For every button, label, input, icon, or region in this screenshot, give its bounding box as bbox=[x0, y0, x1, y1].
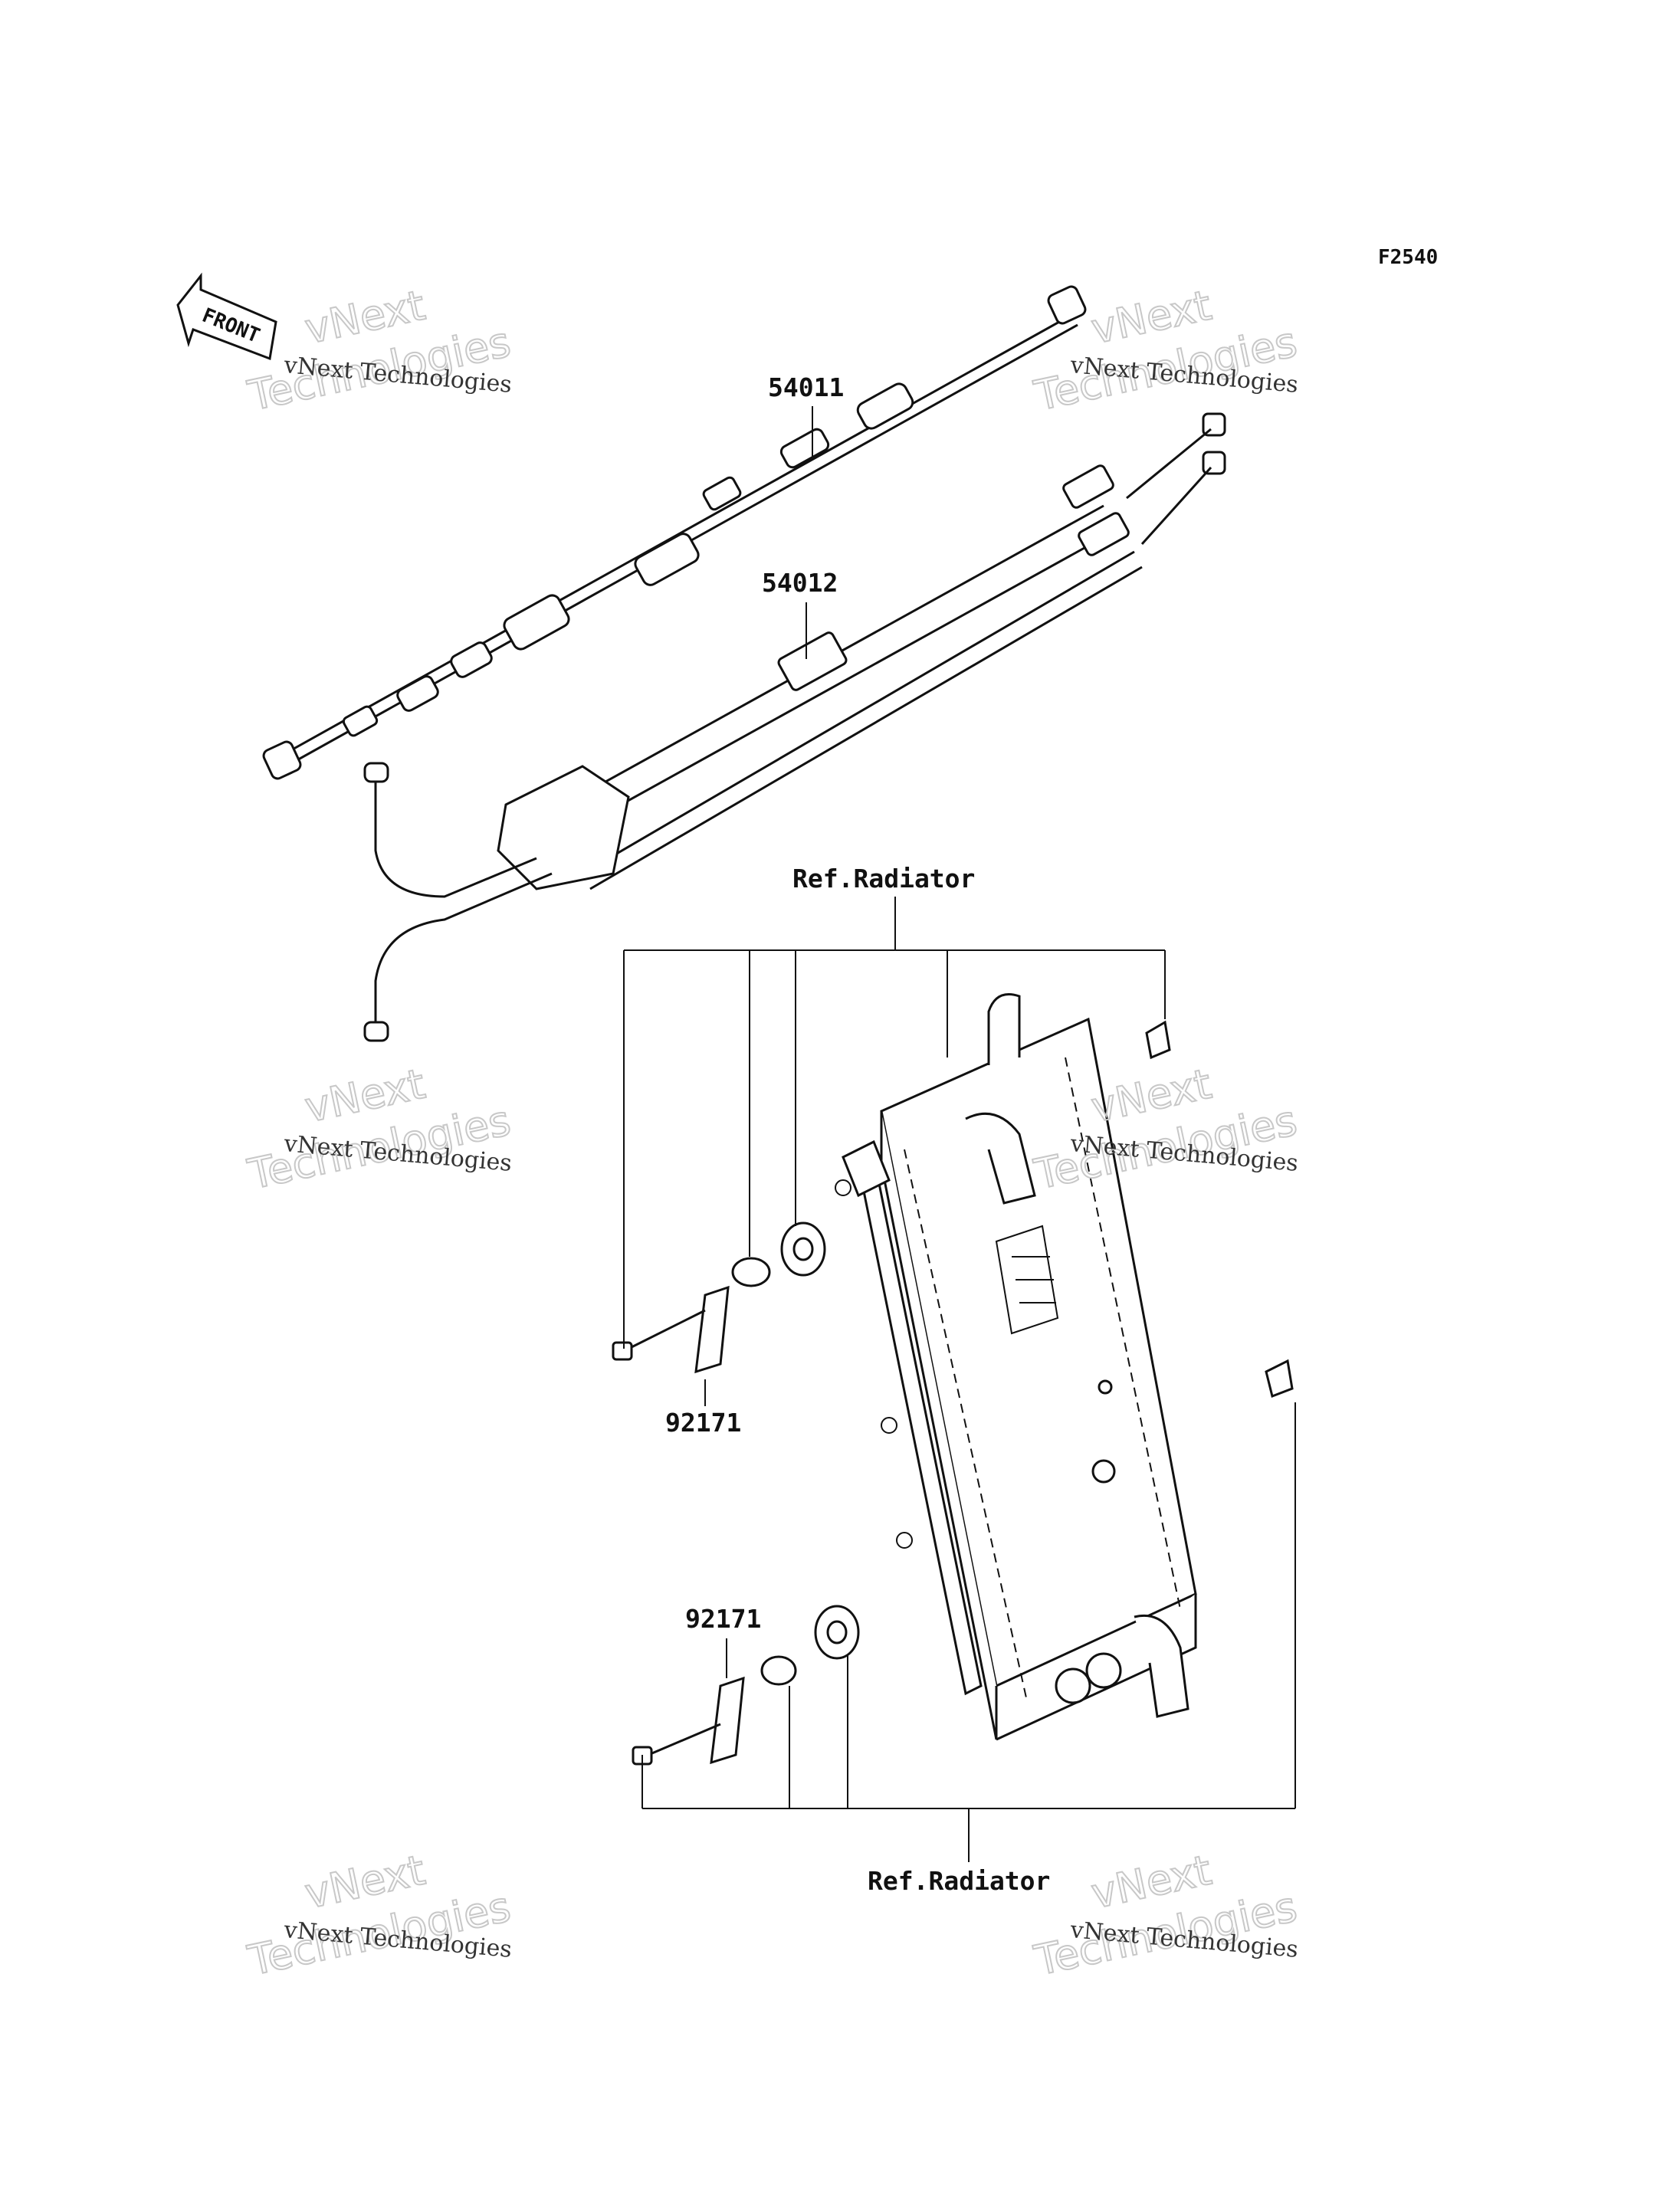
throttle-cable-54011 bbox=[262, 285, 1087, 780]
callout-92171-bottom: 92171 bbox=[685, 1604, 761, 1634]
bracket-92171-top bbox=[612, 1285, 730, 1374]
figure-code: F2540 bbox=[1378, 246, 1438, 269]
ref-radiator-bottom-leader bbox=[641, 1402, 1296, 1862]
watermark-3: vNext Technologies vNext Technologies bbox=[243, 1059, 515, 1200]
pin-right-top bbox=[1145, 1020, 1171, 1060]
grommet-top bbox=[780, 1221, 826, 1277]
grommet-bottom bbox=[814, 1605, 860, 1660]
washer-bottom bbox=[760, 1655, 797, 1686]
watermark-1: vNext Technologies vNext Technologies bbox=[243, 280, 515, 421]
watermark-6: vNext Technologies vNext Technologies bbox=[1029, 1845, 1301, 1986]
bracket-92171-bottom bbox=[632, 1676, 745, 1766]
callout-92171-top: 92171 bbox=[665, 1408, 741, 1438]
ref-radiator-bottom: Ref.Radiator bbox=[868, 1866, 1050, 1896]
pin-right-bottom bbox=[1265, 1359, 1294, 1399]
radiator bbox=[835, 993, 1197, 1741]
cable-assembly-54012 bbox=[363, 412, 1226, 1042]
watermark-5: vNext Technologies vNext Technologies bbox=[243, 1845, 515, 1986]
washer-top bbox=[731, 1257, 771, 1287]
callout-54012: 54012 bbox=[762, 568, 838, 598]
callout-54011: 54011 bbox=[768, 372, 844, 402]
ref-radiator-top: Ref.Radiator bbox=[792, 864, 975, 894]
ref-radiator-top-leader bbox=[623, 897, 1166, 1349]
front-arrow-icon: FRONT bbox=[176, 272, 277, 361]
